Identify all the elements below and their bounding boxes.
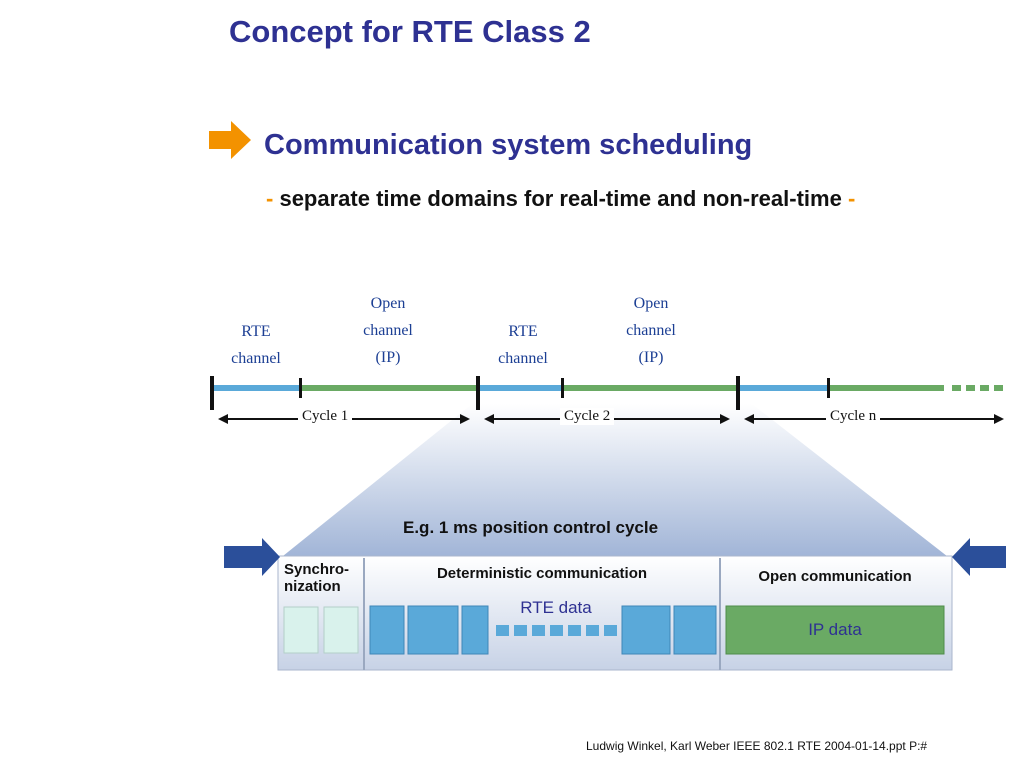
rte-channel-label-1-line2: channel [231, 350, 281, 367]
open-channel-label-2: Open channel (IP) [609, 290, 693, 371]
cycle-2-label: Cycle 2 [560, 408, 615, 425]
sync-frame [323, 606, 359, 654]
open-channel-label-2-line2: channel [626, 322, 676, 339]
slide-title: Concept for RTE Class 2 [229, 14, 591, 49]
arrow-left-icon [952, 538, 1006, 576]
cycle-1-label: Cycle 1 [298, 408, 353, 425]
timeline-ip-3 [828, 385, 944, 391]
rte-frame-small [550, 625, 563, 636]
rte-data-label: RTE data [520, 598, 592, 617]
cycle-caption: E.g. 1 ms position control cycle [403, 518, 659, 537]
open-channel-label-1: Open channel (IP) [346, 290, 430, 371]
open-channel-label-2-line1: Open [633, 295, 669, 312]
open-channel-label-2-line3: (IP) [638, 349, 664, 366]
sync-label: Synchro- nization [284, 561, 350, 595]
rte-frame-small [514, 625, 527, 636]
zoom-trapezoid [278, 404, 952, 560]
open-channel-label-1-line3: (IP) [375, 349, 401, 366]
open-channel-label-1-line2: channel [363, 322, 413, 339]
rte-frame [407, 605, 459, 655]
subheading-text: separate time domains for real-time and … [279, 186, 842, 211]
rte-frame [369, 605, 405, 655]
rte-frame-small [604, 625, 617, 636]
ip-data-label: IP data [808, 620, 862, 639]
rte-channel-label-2: RTE channel [485, 318, 561, 372]
rte-frame [673, 605, 717, 655]
cycle-n-label: Cycle n [826, 408, 881, 425]
arrow-right-icon [224, 538, 280, 576]
section-subheading: - separate time domains for real-time an… [266, 186, 855, 212]
open-communication-label: Open communication [758, 568, 912, 585]
sync-frame [283, 606, 319, 654]
timeline-rte-3 [738, 385, 828, 391]
arrow-right-icon [209, 121, 251, 159]
rte-frame-small [496, 625, 509, 636]
dash-suffix: - [847, 186, 856, 211]
timeline-rte-1 [212, 385, 300, 391]
deterministic-label: Deterministic communication [436, 565, 648, 582]
rte-frame-small [586, 625, 599, 636]
dash-prefix: - [266, 186, 274, 211]
rte-channel-label-2-line1: RTE [508, 323, 538, 340]
section-heading: Communication system scheduling [264, 129, 753, 161]
rte-frame-small [532, 625, 545, 636]
rte-channel-label-1: RTE channel [218, 318, 294, 372]
footer-text: Ludwig Winkel, Karl Weber IEEE 802.1 RTE… [586, 739, 928, 753]
rte-frame [461, 605, 489, 655]
rte-channel-label-2-line2: channel [498, 350, 548, 367]
ip-data-block [725, 605, 945, 655]
rte-channel-label-1-line1: RTE [241, 323, 271, 340]
rte-frame [621, 605, 671, 655]
timeline-ip-1 [300, 385, 478, 391]
rte-frame-small [568, 625, 581, 636]
open-channel-label-1-line1: Open [370, 295, 406, 312]
timeline-ip-2 [562, 385, 738, 391]
timeline-rte-2 [478, 385, 562, 391]
